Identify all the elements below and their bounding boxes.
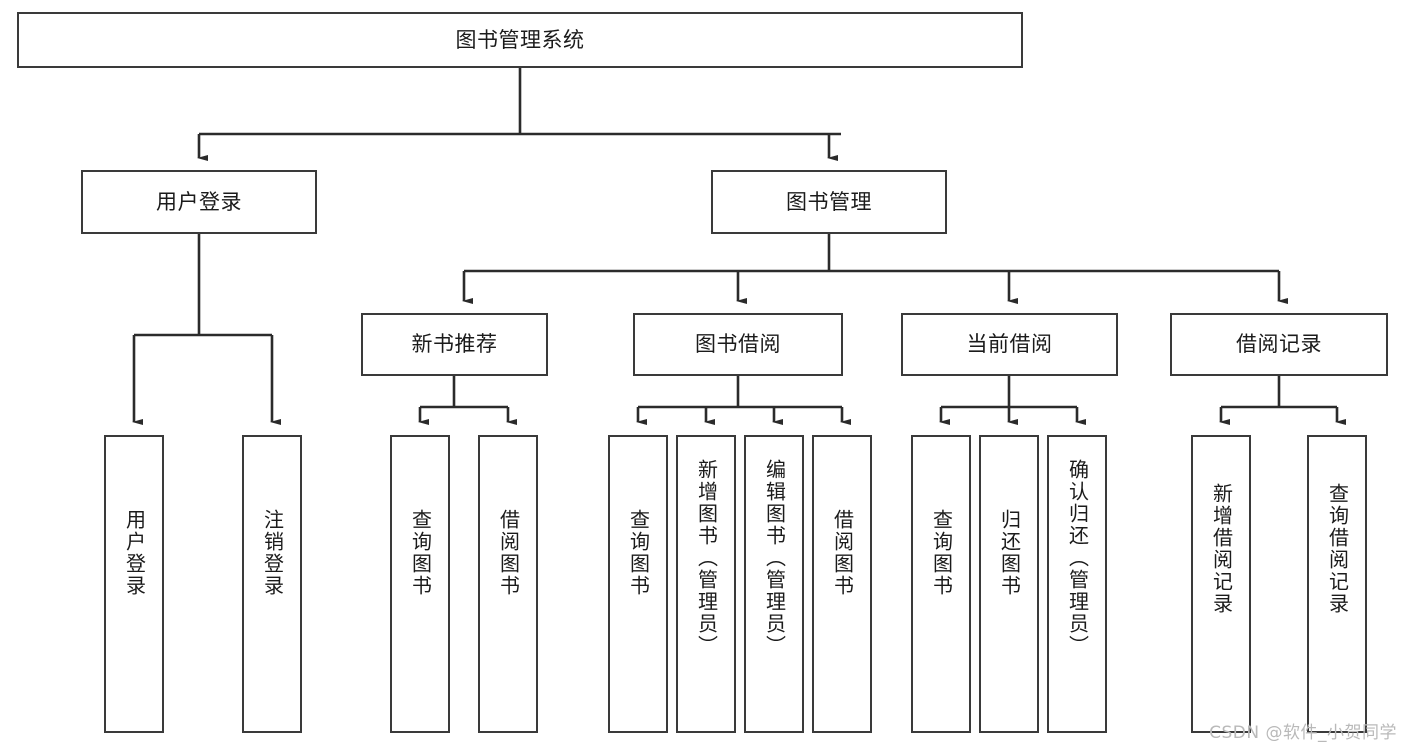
node-label: 确认归还（管理员） [1065,459,1090,657]
leaf-current-borrow-confirm-return-admin[interactable]: 确认归还（管理员） [1047,435,1107,733]
node-label: 借阅图书 [830,509,855,597]
node-user-login[interactable]: 用户登录 [81,170,317,234]
leaf-new-book-query-book[interactable]: 查询图书 [390,435,450,733]
node-label: 查询借阅记录 [1325,483,1350,615]
node-label: 图书管理 [786,189,872,214]
node-label: 查询图书 [408,509,433,597]
node-label: 注销登录 [260,509,285,597]
leaf-book-borrow-borrow-book[interactable]: 借阅图书 [812,435,872,733]
node-label: 编辑图书（管理员） [762,459,787,657]
node-label: 新增图书（管理员） [694,459,719,657]
node-label: 用户登录 [122,509,147,597]
node-label: 归还图书 [997,509,1022,597]
node-label: 图书管理系统 [455,27,585,52]
node-label: 借阅图书 [496,509,521,597]
node-root-book-management-system[interactable]: 图书管理系统 [17,12,1023,68]
node-label: 新增借阅记录 [1209,483,1234,615]
node-label: 图书借阅 [695,332,781,357]
node-label: 查询图书 [626,509,651,597]
node-borrow-record[interactable]: 借阅记录 [1170,313,1388,376]
node-book-management[interactable]: 图书管理 [711,170,947,234]
node-label: 新书推荐 [411,332,498,357]
node-label: 借阅记录 [1236,332,1322,357]
node-new-book-recommend[interactable]: 新书推荐 [361,313,548,376]
node-book-borrow[interactable]: 图书借阅 [633,313,843,376]
leaf-user-login-logout[interactable]: 注销登录 [242,435,302,733]
leaf-user-login-login[interactable]: 用户登录 [104,435,164,733]
leaf-book-borrow-query-book[interactable]: 查询图书 [608,435,668,733]
node-label: 用户登录 [156,189,242,214]
leaf-book-borrow-add-book-admin[interactable]: 新增图书（管理员） [676,435,736,733]
leaf-book-borrow-edit-book-admin[interactable]: 编辑图书（管理员） [744,435,804,733]
leaf-new-book-borrow-book[interactable]: 借阅图书 [478,435,538,733]
leaf-current-borrow-query-book[interactable]: 查询图书 [911,435,971,733]
node-label: 当前借阅 [966,332,1053,357]
leaf-borrow-record-add-record[interactable]: 新增借阅记录 [1191,435,1251,733]
csdn-watermark: CSDN @软件_小贺同学 [1209,723,1397,743]
node-current-borrow[interactable]: 当前借阅 [901,313,1118,376]
leaf-current-borrow-return-book[interactable]: 归还图书 [979,435,1039,733]
leaf-borrow-record-query-record[interactable]: 查询借阅记录 [1307,435,1367,733]
node-label: 查询图书 [929,509,954,597]
